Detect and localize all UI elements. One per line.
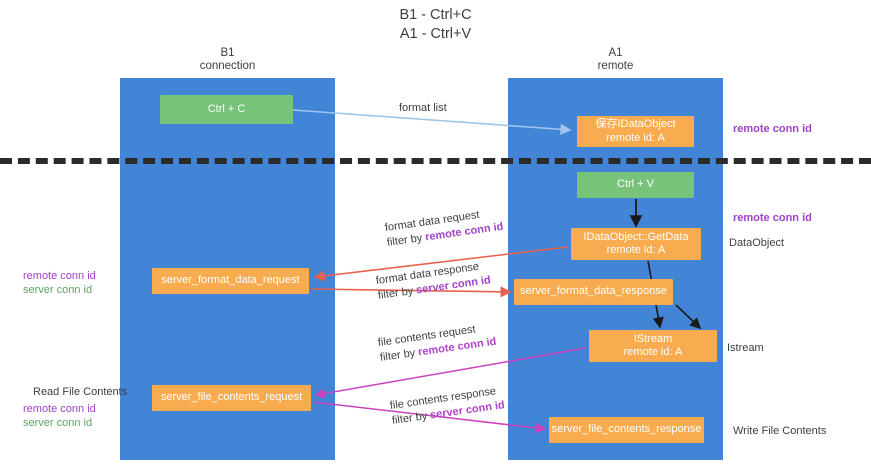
edge-response-istream (675, 304, 702, 330)
node-save-idataobject-line1: 保存IDataObject (595, 118, 676, 130)
node-server-format-data-request-label: server_format_data_request (161, 274, 300, 287)
node-save-idataobject[interactable]: 保存IDataObject remote id: A (577, 116, 694, 147)
annotation-read-file-contents: Read File Contents (33, 386, 128, 398)
node-ctrl-c[interactable]: Ctrl + C (160, 95, 293, 124)
annotation-left-conn-ids-bottom: remote conn id server conn id (23, 402, 96, 430)
annotation-write-file-contents: Write File Contents (733, 425, 827, 437)
lane-header-b1-name: B1 (220, 47, 235, 59)
node-server-file-contents-request[interactable]: server_file_contents_request (152, 385, 311, 411)
annotation-left-remote-conn-id-mid: remote conn id (23, 270, 96, 282)
annotation-remote-conn-id-mid: remote conn id (733, 212, 812, 224)
edge-format-data-request (313, 246, 569, 282)
node-save-idataobject-line2: remote id: A (606, 131, 665, 144)
edge-format-data-response (311, 286, 512, 298)
annotation-left-remote-conn-id-bottom: remote conn id (23, 403, 96, 415)
phase-separator (0, 158, 871, 164)
annotation-left-conn-ids-mid: remote conn id server conn id (23, 269, 96, 297)
node-ctrl-v[interactable]: Ctrl + V (577, 172, 694, 198)
node-server-file-contents-response[interactable]: server_file_contents_response (549, 417, 704, 443)
edge-label-format-list-line1: format list (399, 102, 447, 114)
lane-header-a1: A1 remote (508, 47, 723, 73)
edge-file-contents-request (314, 347, 587, 399)
node-server-format-data-response[interactable]: server_format_data_response (514, 279, 673, 305)
lane-header-a1-role: remote (597, 60, 634, 72)
annotation-left-server-conn-id-bottom: server conn id (23, 417, 93, 429)
edge-label-format-list: format list (399, 101, 447, 116)
annotation-remote-conn-id-top: remote conn id (733, 123, 812, 135)
node-server-file-contents-response-label: server_file_contents_response (551, 423, 702, 436)
node-ctrl-c-line1: Ctrl + C (207, 102, 246, 115)
node-idataobject-getdata-line1: IDataObject::GetData (583, 230, 689, 243)
node-server-file-contents-request-label: server_file_contents_request (160, 391, 303, 404)
lane-header-b1: B1 connection (120, 47, 335, 73)
node-istream-line1: IStream (633, 332, 673, 345)
node-ctrl-v-line1: Ctrl + V (617, 178, 654, 191)
node-istream[interactable]: IStream remote id: A (589, 330, 717, 362)
page-title: B1 - Ctrl+C A1 - Ctrl+V (0, 6, 871, 44)
lane-header-a1-name: A1 (608, 47, 623, 59)
annotation-istream: Istream (727, 342, 764, 354)
node-server-format-data-response-label: server_format_data_response (520, 285, 667, 298)
node-idataobject-getdata[interactable]: IDataObject::GetData remote id: A (571, 228, 701, 260)
lane-header-b1-role: connection (199, 60, 256, 72)
node-istream-line2: remote id: A (623, 346, 683, 358)
node-server-format-data-request[interactable]: server_format_data_request (152, 268, 309, 294)
node-idataobject-getdata-line2: remote id: A (606, 244, 666, 256)
edge-file-contents-response (312, 401, 547, 434)
title-line-1: B1 - Ctrl+C (399, 7, 472, 23)
annotation-dataobject: DataObject (729, 237, 785, 249)
annotation-left-server-conn-id-mid: server conn id (23, 284, 93, 296)
edge-format-list (292, 109, 572, 135)
title-line-2: A1 - Ctrl+V (399, 26, 472, 42)
